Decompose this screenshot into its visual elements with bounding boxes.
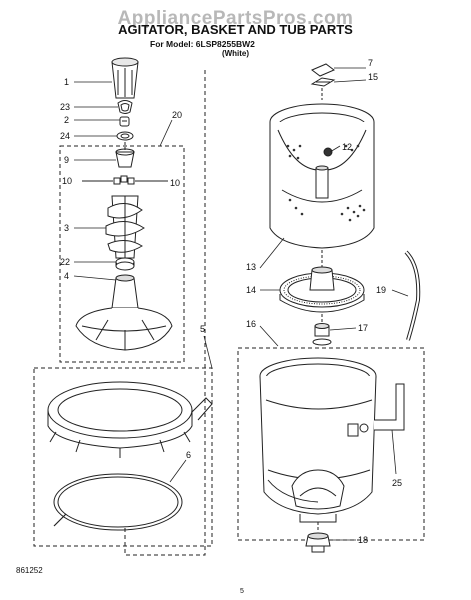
callout-12: 12 <box>342 142 352 152</box>
part-24-washer <box>116 131 134 141</box>
callout-10-right: 10 <box>170 178 180 188</box>
assembly-box-5 <box>33 367 213 547</box>
part-22-bearing <box>115 257 135 271</box>
callout-10-left: 10 <box>62 176 72 186</box>
callout-5: 5 <box>200 324 205 334</box>
model-line: For Model: 6LSP8255BW2 <box>150 39 255 49</box>
callout-17: 17 <box>358 323 368 333</box>
callout-3: 3 <box>64 223 69 233</box>
callout-4: 4 <box>64 271 69 281</box>
callout-2: 2 <box>64 115 69 125</box>
part-14-drive-hub <box>279 266 365 313</box>
callout-19: 19 <box>376 285 386 295</box>
callout-14: 14 <box>246 285 256 295</box>
watermark-text: AppliancePartsPros.com <box>117 8 354 29</box>
part-2-cam <box>119 116 130 127</box>
part-10-dogs <box>82 175 168 185</box>
callout-18: 18 <box>358 535 368 545</box>
callout-22: 22 <box>60 257 70 267</box>
footer-code: 861252 <box>16 566 43 575</box>
callout-9: 9 <box>64 155 69 165</box>
part-9-dogs-housing <box>115 148 135 168</box>
part-18-nut <box>305 532 331 553</box>
part-6-clamp-ring <box>53 473 183 531</box>
callout-13: 13 <box>246 262 256 272</box>
part-3-auger <box>105 195 145 259</box>
part-17-bearing <box>312 323 332 346</box>
part-7-cover <box>311 63 335 77</box>
callout-23: 23 <box>60 102 70 112</box>
callout-7: 7 <box>368 58 373 68</box>
part-12-basket <box>269 103 375 249</box>
agitator-cap <box>111 57 139 99</box>
assembly-box-20 <box>59 145 185 363</box>
callout-16: 16 <box>246 319 256 329</box>
color-line: (White) <box>221 49 250 58</box>
callout-6: 6 <box>186 450 191 460</box>
callout-1: 1 <box>64 77 69 87</box>
diagram-title: AGITATOR, BASKET AND TUB PARTS <box>118 22 353 37</box>
callout-labels: 1 23 2 24 20 9 10 10 3 22 4 5 6 7 15 12 … <box>60 58 402 545</box>
callout-24: 24 <box>60 131 70 141</box>
part-5-tub-ring <box>47 381 213 458</box>
page-number: 5 <box>240 588 244 595</box>
part-25-pump-hose <box>347 383 405 437</box>
part-23-seal <box>117 100 133 114</box>
part-4-agitator-base <box>75 274 173 351</box>
callout-20: 20 <box>172 110 182 120</box>
part-15-nut <box>310 77 336 87</box>
callout-25: 25 <box>392 478 402 488</box>
part-16-outer-tub <box>259 357 377 523</box>
callout-15: 15 <box>368 72 378 82</box>
